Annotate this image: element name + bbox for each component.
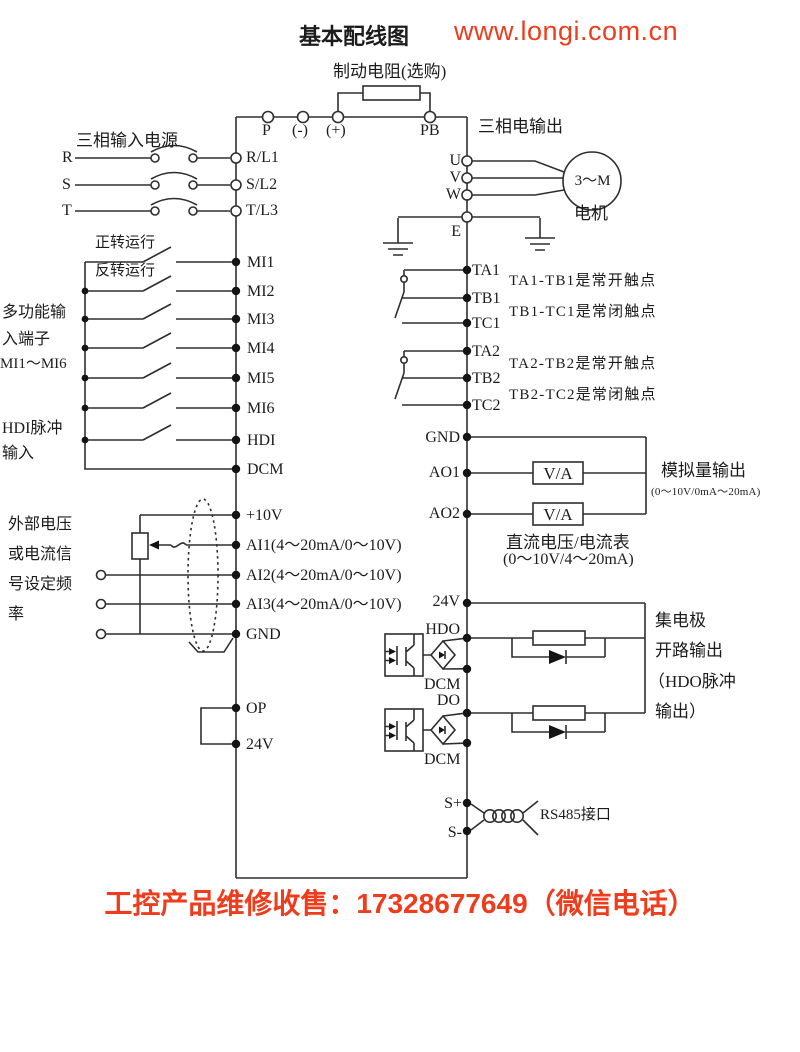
terminal-mi2-label: MI2 [247, 283, 275, 300]
collector-label-line4: 输出） [655, 702, 706, 721]
terminal-s-plus-label: S+ [444, 795, 462, 812]
rs485-label: RS485接口 [540, 807, 611, 823]
terminal-gnd-left-label: GND [246, 626, 281, 643]
footer-contact: 工控产品维修收售：17328677649（微信电话） [104, 888, 696, 919]
terminal-ai1-label: AI1(4～20mA/0～10V) [246, 537, 402, 554]
terminal-mi6-label: MI6 [247, 400, 275, 417]
ext-signal-label-line4: 率 [8, 606, 25, 623]
three-phase-output-label: 三相电输出 [478, 117, 563, 136]
motor-label: 电机 [574, 204, 608, 223]
digital-input-circuit [81, 246, 241, 474]
rs485-circuit [462, 798, 539, 836]
relay-note-1: TA1-TB1是常开触点 [509, 273, 657, 289]
terminal-s-minus-label: S- [447, 824, 462, 841]
terminal-24v-left-label: 24V [246, 736, 274, 753]
relay-contact-2 [394, 346, 472, 410]
meter-caption-line1: 直流电压/电流表 [506, 533, 630, 552]
multi-input-label-line1: 多功能输 [2, 304, 67, 321]
analog-input-circuit [95, 498, 241, 653]
phase-r-label: R [62, 149, 73, 166]
inverter-frame [235, 116, 468, 879]
optocoupler-hdo [384, 633, 464, 677]
analog-output-circuit [462, 432, 647, 526]
terminal-dcm-label: DCM [247, 461, 284, 478]
terminal-w-label: W [445, 186, 461, 203]
terminal-tb2-label: TB2 [472, 370, 501, 387]
multi-input-label-line3: MI1～MI6 [0, 356, 67, 372]
collector-label-line3: （HDO脉冲 [648, 672, 736, 691]
ext-signal-label-line3: 号设定频 [8, 576, 73, 593]
meter-2-text: V/A [543, 505, 573, 524]
supply-breaker-circuit [75, 144, 242, 217]
collector-label-line1: 集电极 [655, 611, 706, 630]
terminal-ai3-label: AI3(4～20mA/0～10V) [246, 596, 402, 613]
analog-output-range: (0～10V/0mA～20mA) [651, 486, 761, 498]
optocoupler-do [384, 708, 464, 752]
phase-t-label: T [62, 202, 72, 219]
terminal-10v-label: +10V [246, 507, 283, 524]
site-url: www.longi.com.cn [454, 16, 679, 46]
phase-s-label: S [62, 176, 71, 193]
run-forward-label: 正转运行 [95, 235, 156, 251]
run-reverse-label: 反转运行 [95, 263, 156, 279]
collector-label-line2: 开路输出 [655, 641, 723, 660]
relay-contact-1 [394, 265, 472, 328]
relay-note-4: TB2-TC2是常闭触点 [509, 387, 657, 403]
terminal-p-label: P [262, 122, 271, 139]
terminal-minus-label: (-) [292, 122, 308, 139]
meter-1-text: V/A [543, 464, 573, 483]
brake-resistor-circuit [261, 85, 437, 124]
terminal-ta2-label: TA2 [472, 343, 501, 360]
terminal-pb-label: PB [420, 122, 440, 139]
terminal-op-label: OP [246, 700, 267, 717]
brake-resistor-label: 制动电阻(选购) [333, 62, 447, 81]
terminal-v-label: V [449, 169, 461, 186]
terminal-tc1-label: TC1 [472, 315, 501, 332]
hdi-pulse-label-line1: HDI脉冲 [2, 420, 63, 437]
terminal-ao1-label: AO1 [428, 464, 460, 481]
terminal-ao2-label: AO2 [428, 505, 460, 522]
terminal-mi3-label: MI3 [247, 311, 275, 328]
terminal-dcm2-label: DCM [424, 751, 461, 768]
meter-caption-line2: (0～10V/4～20mA) [503, 551, 634, 568]
collector-output-circuit [462, 598, 646, 748]
terminal-sl2-label: S/L2 [246, 176, 278, 193]
motor-text: 3～M [574, 173, 611, 189]
terminal-ai2-label: AI2(4～20mA/0～10V) [246, 567, 402, 584]
terminal-tb1-label: TB1 [472, 290, 501, 307]
terminal-24v-right-label: 24V [432, 593, 460, 610]
multi-input-label-line2: 入端子 [2, 331, 51, 348]
terminal-ta1-label: TA1 [472, 262, 501, 279]
terminal-mi4-label: MI4 [247, 340, 275, 357]
ext-signal-label-line2: 或电流信 [8, 546, 73, 563]
hdi-pulse-label-line2: 输入 [2, 445, 35, 462]
relay-note-2: TB1-TC1是常闭触点 [509, 304, 657, 320]
terminal-e-label: E [451, 223, 461, 240]
terminal-hdo-label: HDO [425, 621, 460, 638]
ext-signal-label-line1: 外部电压 [8, 516, 73, 533]
page-title: 基本配线图 [299, 24, 410, 49]
terminal-mi5-label: MI5 [247, 370, 275, 387]
op-jumper-circuit [200, 703, 241, 749]
terminal-dcm1-label: DCM [424, 676, 461, 693]
terminal-gnd-right-label: GND [425, 429, 460, 446]
relay-note-3: TA2-TB2是常开触点 [509, 356, 657, 372]
terminal-u-label: U [449, 152, 461, 169]
terminal-hdi-label: HDI [247, 432, 276, 449]
supply-label: 三相输入电源 [76, 131, 178, 150]
terminal-do-label: DO [436, 692, 460, 709]
analog-output-label: 模拟量输出 [661, 461, 746, 480]
terminal-rl1-label: R/L1 [246, 149, 279, 166]
terminal-plus-label: (+) [326, 122, 346, 139]
motor-output-circuit [383, 151, 622, 256]
terminal-tl3-label: T/L3 [246, 202, 278, 219]
terminal-mi1-label: MI1 [247, 254, 275, 271]
terminal-tc2-label: TC2 [472, 397, 501, 414]
